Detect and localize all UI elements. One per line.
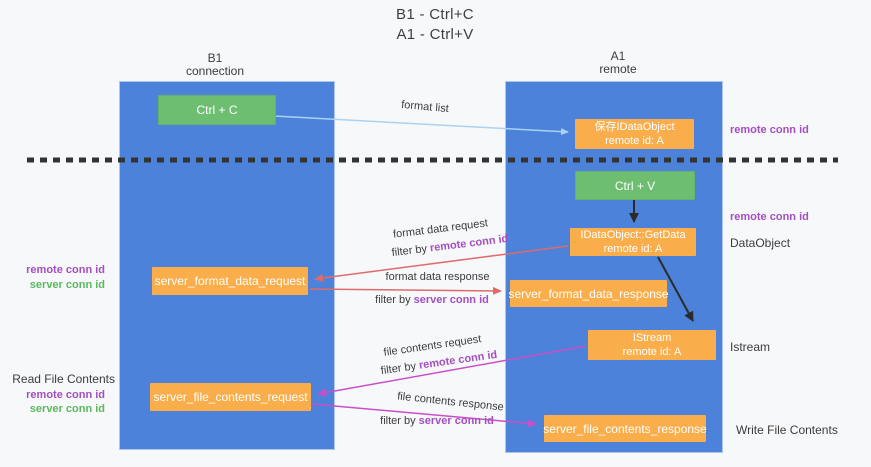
right-write-file-contents-label: Write File Contents	[736, 423, 838, 437]
format-data-response-annotation: format data response	[385, 271, 490, 283]
filter-by-text: filter by	[375, 294, 414, 306]
istream-node: IStream remote id: A	[588, 330, 716, 360]
server-conn-id-text: server conn id	[418, 415, 494, 427]
ctrl-c-node: Ctrl + C	[158, 95, 276, 125]
server-format-data-response-label: server_format_data_response	[508, 286, 669, 301]
format-list-annotation: format list	[400, 98, 450, 116]
filter-by-text: filter by	[391, 242, 431, 260]
saved-dataobject-line2: remote id: A	[605, 135, 664, 147]
getdata-line1: IDataObject::GetData	[580, 229, 686, 241]
lane-header-b1-line2: connection	[185, 64, 245, 78]
server-file-contents-response-label: server_file_contents_response	[543, 421, 707, 436]
istream-line2: remote id: A	[622, 346, 682, 358]
saved-dataobject-node: 保存IDataObject remote id: A	[575, 119, 694, 149]
left-format-remote-conn-id: remote conn id	[26, 264, 105, 276]
ctrl-v-label: Ctrl + V	[614, 178, 656, 193]
server-conn-id-text: server conn id	[413, 294, 489, 306]
diagram-title-line1: B1 - Ctrl+C	[396, 6, 474, 23]
lane-header-a1-line2: remote	[599, 62, 637, 76]
lane-header-a1-line1: A1	[610, 49, 626, 63]
diagram-title-line2: A1 - Ctrl+V	[396, 26, 474, 43]
server-file-contents-request-node: server_file_contents_request	[150, 383, 311, 411]
lane-header-b1: B1 connection	[160, 52, 270, 78]
server-file-contents-request-label: server_file_contents_request	[153, 390, 308, 404]
lane-header-a1: A1 remote	[563, 50, 673, 76]
left-read-file-contents-label: Read File Contents	[12, 372, 115, 386]
getdata-line2: remote id: A	[603, 243, 663, 255]
filter-by-server-conn-id-annotation-1: filter by server conn id	[352, 294, 512, 306]
right-istream-label: Istream	[730, 340, 771, 354]
right-remote-conn-id-top: remote conn id	[730, 124, 809, 136]
server-format-data-request-label: server_format_data_request	[154, 274, 306, 288]
left-format-server-conn-id: server conn id	[29, 279, 105, 291]
format-data-response-arrow	[309, 286, 502, 295]
getdata-node: IDataObject::GetData remote id: A	[570, 228, 696, 256]
server-file-contents-response-node: server_file_contents_response	[543, 415, 707, 442]
filter-by-server-conn-id-annotation-2: filter by server conn id	[357, 415, 517, 427]
left-file-remote-conn-id: remote conn id	[26, 389, 105, 401]
remote-conn-id-text: remote conn id	[429, 232, 509, 255]
ctrl-v-node: Ctrl + V	[575, 171, 695, 200]
ctrl-c-label: Ctrl + C	[196, 103, 238, 117]
filter-by-text: filter by	[380, 415, 419, 427]
lane-header-b1-line1: B1	[207, 51, 223, 65]
filter-by-text: filter by	[380, 359, 420, 378]
right-dataobject-label: DataObject	[730, 236, 791, 250]
server-format-data-request-node: server_format_data_request	[152, 267, 308, 295]
left-file-server-conn-id: server conn id	[29, 403, 105, 415]
saved-dataobject-line1: 保存IDataObject	[594, 121, 675, 133]
server-format-data-response-node: server_format_data_response	[508, 280, 669, 307]
istream-line1: IStream	[632, 332, 672, 344]
right-remote-conn-id-mid: remote conn id	[730, 211, 809, 223]
